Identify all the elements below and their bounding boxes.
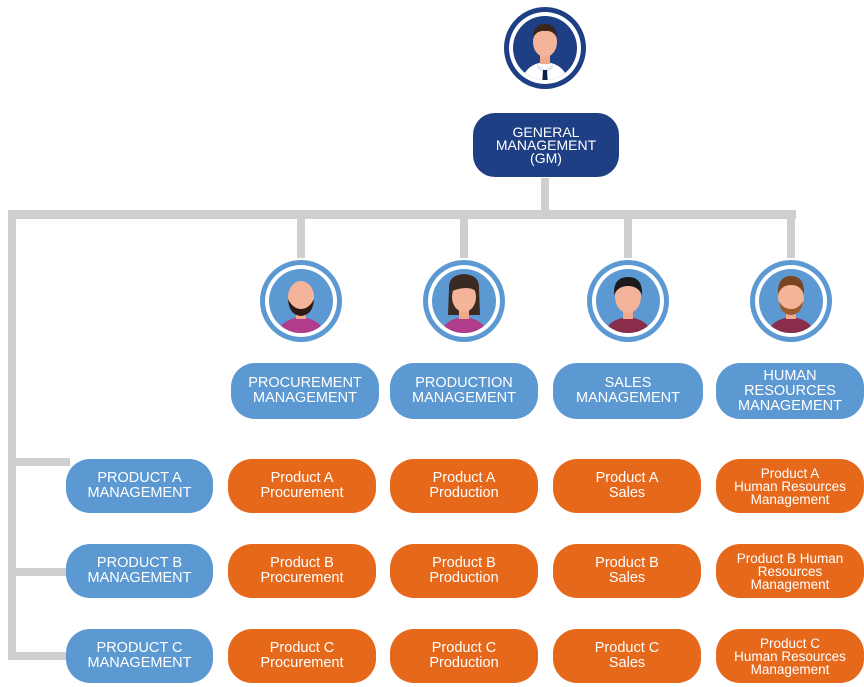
connector-left-vertical (8, 210, 16, 657)
production-avatar (423, 260, 505, 342)
procurement-management-box: PROCUREMENT MANAGEMENT (231, 363, 379, 419)
male-executive-avatar-icon (504, 7, 586, 89)
connector-branch-product-b (8, 568, 70, 576)
procurement-avatar (260, 260, 342, 342)
cell-label-line: Sales (608, 570, 646, 586)
dept-label-line: RESOURCES (744, 382, 836, 399)
gm-avatar (504, 7, 586, 89)
cell-label-line: Product B Human (736, 550, 844, 566)
connector-branch-product-c (8, 652, 70, 660)
cell-label-line: Procurement (260, 485, 344, 501)
product-b-procurement-box: Product B Procurement (228, 544, 376, 598)
cell-label-line: Product B (432, 555, 496, 571)
product-c-sales-box: Product C Sales (553, 629, 701, 683)
cell-label-line: Production (429, 655, 499, 671)
cell-label-line: Human Resources (734, 648, 846, 664)
product-manager-label-line: MANAGEMENT (87, 655, 192, 671)
cell-label-line: Procurement (260, 655, 344, 671)
gm-line-2: MANAGEMENT (495, 136, 597, 153)
product-manager-label-line: PRODUCT A (97, 470, 182, 486)
man-avatar-icon (587, 260, 669, 342)
dept-label-line: MANAGEMENT (738, 397, 842, 414)
cell-label-line: Product C (759, 635, 821, 651)
cell-label-line: Product B (595, 555, 659, 571)
connector-horizontal-bar (8, 210, 796, 219)
sales-avatar (587, 260, 669, 342)
product-c-procurement-box: Product C Procurement (228, 629, 376, 683)
product-c-management-box: PRODUCT C MANAGEMENT (66, 629, 213, 683)
cell-label-line: Sales (608, 485, 646, 501)
connector-drop-production (460, 214, 468, 258)
cell-label-line: Management (750, 576, 830, 592)
bald-bearded-man-avatar-icon (260, 260, 342, 342)
general-management-box: GENERAL MANAGEMENT (GM) (473, 113, 619, 177)
sales-management-box: SALES MANAGEMENT (553, 363, 703, 419)
product-a-procurement-box: Product A Procurement (228, 459, 376, 513)
product-c-hr-box: Product C Human Resources Management (716, 629, 864, 683)
cell-label-line: Product C (594, 640, 660, 656)
cell-label-line: Product B (270, 555, 334, 571)
cell-label-line: Product C (269, 640, 335, 656)
woman-avatar-icon (423, 260, 505, 342)
product-b-sales-box: Product B Sales (553, 544, 701, 598)
product-a-hr-box: Product A Human Resources Management (716, 459, 864, 513)
connector-drop-sales (624, 214, 632, 258)
production-management-box: PRODUCTION MANAGEMENT (390, 363, 538, 419)
cell-label-line: Procurement (260, 570, 344, 586)
product-manager-label-line: MANAGEMENT (87, 485, 192, 501)
connector-drop-hr (787, 214, 795, 258)
connector-drop-procurement (297, 214, 305, 258)
cell-label-line: Production (429, 485, 499, 501)
dept-label-line: MANAGEMENT (412, 390, 516, 406)
cell-label-line: Management (750, 491, 830, 507)
dept-label-line: SALES (604, 375, 652, 391)
dept-label-line: PROCUREMENT (248, 375, 362, 391)
product-b-production-box: Product B Production (390, 544, 538, 598)
bearded-man-avatar-icon (750, 260, 832, 342)
hr-avatar (750, 260, 832, 342)
product-a-sales-box: Product A Sales (553, 459, 701, 513)
product-c-production-box: Product C Production (390, 629, 538, 683)
product-a-management-box: PRODUCT A MANAGEMENT (66, 459, 213, 513)
gm-line-1: GENERAL (512, 123, 580, 140)
cell-label-line: Product A (595, 470, 659, 486)
product-manager-label-line: MANAGEMENT (87, 570, 192, 586)
cell-label-line: Resources (757, 563, 823, 579)
product-a-production-box: Product A Production (390, 459, 538, 513)
dept-label-line: MANAGEMENT (253, 390, 357, 406)
dept-label-line: HUMAN (763, 367, 817, 384)
product-manager-label-line: PRODUCT C (96, 640, 183, 656)
cell-label-line: Product C (431, 640, 497, 656)
gm-line-3: (GM) (530, 149, 562, 166)
connector-branch-product-a (8, 458, 70, 466)
cell-label-line: Product A (270, 470, 334, 486)
cell-label-line: Production (429, 570, 499, 586)
human-resources-management-box: HUMAN RESOURCES MANAGEMENT (716, 363, 864, 419)
cell-label-line: Product A (760, 465, 820, 481)
cell-label-line: Product A (432, 470, 496, 486)
product-b-hr-box: Product B Human Resources Management (716, 544, 864, 598)
product-b-management-box: PRODUCT B MANAGEMENT (66, 544, 213, 598)
product-manager-label-line: PRODUCT B (96, 555, 183, 571)
dept-label-line: PRODUCTION (415, 375, 513, 391)
connector-gm-down (541, 178, 549, 214)
dept-label-line: MANAGEMENT (576, 390, 680, 406)
cell-label-line: Human Resources (734, 478, 846, 494)
cell-label-line: Management (750, 661, 830, 677)
cell-label-line: Sales (608, 655, 646, 671)
